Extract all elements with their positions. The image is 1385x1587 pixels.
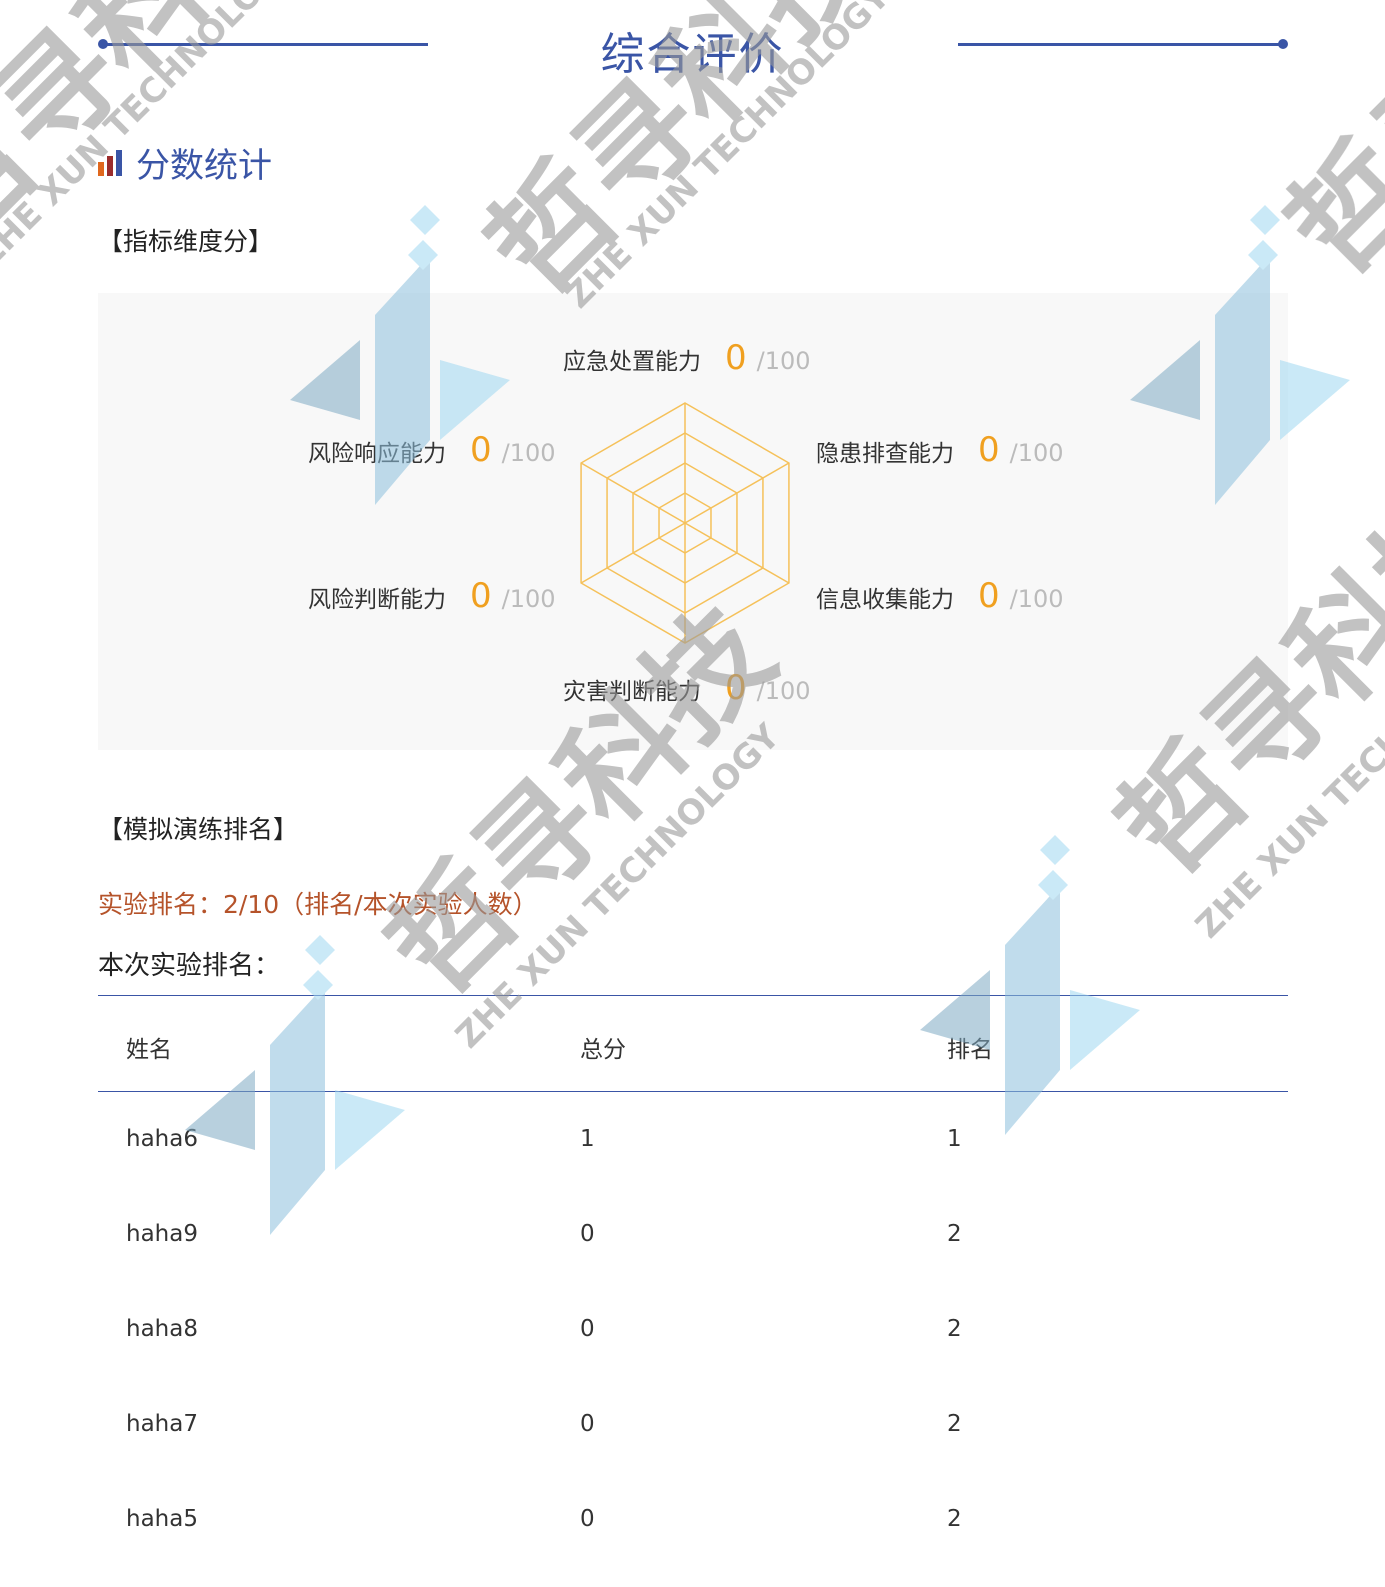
dimension-name: 风险响应能力 — [308, 441, 446, 467]
cell-score: 0 — [580, 1316, 595, 1342]
table-row: haha9 0 2 — [98, 1187, 1288, 1282]
dimension-max: /100 — [501, 585, 556, 613]
ranking-summary: 实验排名：2/10（排名/本次实验人数） — [98, 890, 538, 919]
cell-rank: 2 — [947, 1411, 962, 1437]
dimension-label-hazard: 隐患排查能力 0 /100 — [816, 430, 1064, 470]
cell-name: haha9 — [126, 1221, 198, 1247]
ranking-table: 姓名 总分 排名 haha6 1 1 haha9 0 2 haha8 0 2 h… — [98, 995, 1288, 1567]
dimension-label-emergency: 应急处置能力 0 /100 — [563, 338, 811, 378]
ranking-heading: 【模拟演练排名】 — [98, 815, 299, 844]
dimension-name: 隐患排查能力 — [816, 441, 954, 467]
radar-panel: 应急处置能力 0 /100 隐患排查能力 0 /100 信息收集能力 0 /10… — [98, 293, 1288, 750]
radar-axis — [580, 462, 686, 524]
dimension-score: 0 — [470, 430, 492, 470]
radar-axis — [684, 462, 790, 524]
cell-score: 1 — [580, 1126, 595, 1152]
cell-rank: 2 — [947, 1221, 962, 1247]
dimension-label-disaster: 灾害判断能力 0 /100 — [563, 668, 811, 708]
column-header-rank: 排名 — [947, 1037, 993, 1063]
section-title: 分数统计 — [98, 138, 272, 187]
dimension-name: 应急处置能力 — [563, 349, 701, 375]
header-right-line — [958, 43, 1283, 46]
dimension-max: /100 — [756, 677, 811, 705]
dimension-score: 0 — [725, 338, 747, 378]
dimension-label-risk-judge: 风险判断能力 0 /100 — [308, 576, 556, 616]
dimension-name: 风险判断能力 — [308, 587, 446, 613]
table-row: haha6 1 1 — [98, 1092, 1288, 1187]
cell-rank: 2 — [947, 1506, 962, 1532]
radar-chart — [580, 402, 790, 644]
header-right-dot — [1278, 39, 1288, 49]
dimension-max: /100 — [501, 439, 556, 467]
header-left-line — [103, 43, 428, 46]
column-header-score: 总分 — [580, 1037, 626, 1063]
page-title: 综合评价 — [600, 29, 785, 80]
dimension-name: 信息收集能力 — [816, 587, 954, 613]
dimension-label-risk-response: 风险响应能力 0 /100 — [308, 430, 556, 470]
dimension-max: /100 — [1009, 439, 1064, 467]
cell-score: 0 — [580, 1221, 595, 1247]
dimension-label-info: 信息收集能力 0 /100 — [816, 576, 1064, 616]
cell-name: haha8 — [126, 1316, 198, 1342]
table-row: haha5 0 2 — [98, 1472, 1288, 1567]
bar-chart-icon — [98, 149, 122, 176]
cell-score: 0 — [580, 1411, 595, 1437]
table-row: haha7 0 2 — [98, 1377, 1288, 1472]
dimension-score: 0 — [978, 576, 1000, 616]
ranking-table-title: 本次实验排名： — [98, 951, 281, 981]
table-header: 姓名 总分 排名 — [98, 995, 1288, 1092]
dimension-name: 灾害判断能力 — [563, 679, 701, 705]
cell-name: haha7 — [126, 1411, 198, 1437]
dimension-max: /100 — [756, 347, 811, 375]
cell-rank: 2 — [947, 1316, 962, 1342]
dimension-score: 0 — [978, 430, 1000, 470]
cell-name: haha5 — [126, 1506, 198, 1532]
radar-axis — [580, 522, 686, 584]
column-header-name: 姓名 — [126, 1037, 172, 1063]
dimension-score: 0 — [725, 668, 747, 708]
cell-name: haha6 — [126, 1126, 198, 1152]
cell-rank: 1 — [947, 1126, 962, 1152]
section-title-text: 分数统计 — [136, 146, 272, 186]
dimension-heading: 【指标维度分】 — [98, 227, 274, 256]
dimension-max: /100 — [1009, 585, 1064, 613]
table-row: haha8 0 2 — [98, 1282, 1288, 1377]
cell-score: 0 — [580, 1506, 595, 1532]
radar-axis — [684, 522, 790, 584]
dimension-score: 0 — [470, 576, 492, 616]
